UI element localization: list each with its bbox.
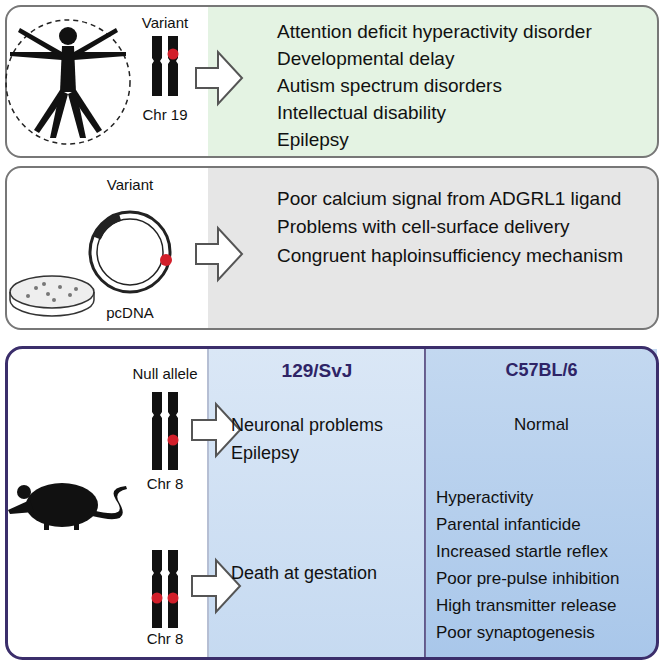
strain-column: C57BL/6NormalHyperactivityParental infan… — [426, 349, 657, 657]
finding-text: Poor synaptogenesis — [436, 623, 595, 643]
finding-text: Parental infanticide — [436, 515, 581, 535]
figure-label: Chr 8 — [147, 475, 184, 492]
finding-text: Normal — [514, 415, 569, 435]
finding-text: Epilepsy — [277, 129, 349, 151]
finding-panel: Attention deficit hyperactivity disorder… — [5, 5, 659, 158]
column-divider — [424, 349, 426, 657]
figure-label: Chr 19 — [142, 106, 187, 123]
block-arrow — [192, 52, 242, 612]
finding-text: Poor pre-pulse inhibition — [436, 569, 619, 589]
column-divider — [208, 349, 209, 657]
finding-text: Death at gestation — [231, 563, 377, 584]
finding-text: Neuronal problems — [231, 415, 383, 436]
finding-text: Hyperactivity — [436, 488, 533, 508]
finding-text: Developmental delay — [277, 48, 454, 70]
finding-text: Increased startle reflex — [436, 542, 608, 562]
chromosome-pair — [152, 36, 179, 96]
column-heading: 129/SvJ — [282, 360, 353, 382]
finding-text: Poor calcium signal from ADGRL1 ligand — [277, 188, 621, 210]
finding-text: Intellectual disability — [277, 102, 446, 124]
chromosome-pair — [152, 392, 179, 470]
finding-panel: Poor calcium signal from ADGRL1 ligandPr… — [5, 166, 659, 330]
figure-label: Chr 8 — [147, 630, 184, 647]
finding-text: Autism spectrum disorders — [277, 75, 502, 97]
finding-text: Congruent haploinsufficiency mechanism — [277, 245, 623, 267]
culture-dish — [10, 276, 94, 316]
chromosome-pair — [152, 550, 179, 628]
figure-label: Variant — [142, 14, 188, 31]
finding-text: Problems with cell-surface delivery — [277, 216, 570, 238]
strain-column: 129/SvJ Neuronal problemsEpilepsyDeath at… — [209, 349, 425, 657]
mouse-silhouette — [8, 483, 127, 530]
finding-text: Attention deficit hyperactivity disorder — [277, 21, 592, 43]
finding-text: High transmitter release — [436, 596, 616, 616]
finding-text: Epilepsy — [231, 443, 299, 464]
figure-label: Variant — [107, 176, 153, 193]
panel-border — [7, 348, 658, 659]
figure-label: Null allele — [132, 365, 197, 382]
column-heading: C57BL/6 — [505, 360, 577, 381]
plasmid — [90, 212, 172, 292]
figure-label: pcDNA — [106, 304, 154, 321]
panel-ground — [7, 348, 658, 658]
human-figure — [6, 20, 130, 144]
